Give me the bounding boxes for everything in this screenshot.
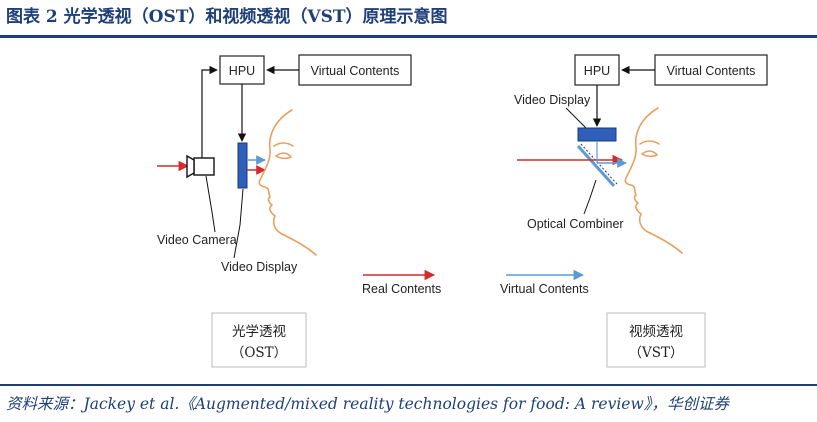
vst-virtual-contents-box [654, 54, 768, 86]
ost-display-leader [233, 188, 244, 259]
ost-caption-box [211, 312, 307, 368]
vst-display-leader [565, 107, 587, 129]
video-camera-icon [186, 154, 215, 179]
ost-diagram: HPU Virtual Contents Video Camera Video … [157, 54, 412, 368]
ost-camera-to-hpu-arrow [201, 65, 218, 158]
vst-caption-line2: （VST） [628, 345, 683, 361]
vst-caption-box [606, 312, 706, 368]
ost-video-display-panel [237, 142, 248, 189]
ost-camera-leader [205, 175, 216, 233]
vst-optical-combiner [576, 143, 618, 188]
vst-optical-combiner-label: Optical Combiner [527, 217, 624, 231]
ost-hpu-label: HPU [229, 64, 255, 78]
vst-combiner-leader [583, 179, 597, 215]
vst-caption-line1: 视频透视 [629, 324, 683, 340]
vst-hpu-label: HPU [584, 64, 610, 78]
vst-virtual-contents-label: Virtual Contents [667, 64, 756, 78]
legend-real-contents-label: Real Contents [362, 282, 441, 296]
ost-video-camera-label: Video Camera [157, 233, 237, 247]
ost-face-profile-icon [258, 109, 317, 256]
ost-caption-line1: 光学透视 [232, 324, 286, 340]
vst-video-display-label: Video Display [514, 93, 591, 107]
ost-virtual-contents-label: Virtual Contents [311, 64, 400, 78]
legend-virtual-contents-label: Virtual Contents [500, 282, 589, 296]
ost-hpu-box [219, 55, 265, 85]
figure-title: 图表 2 光学透视（OST）和视频透视（VST）原理示意图 [6, 7, 448, 27]
bottom-divider [0, 384, 817, 386]
source-note: 资料来源：Jackey et al.《Augmented/mixed reali… [6, 395, 729, 413]
legend: Real Contents Virtual Contents [362, 269, 589, 296]
ost-video-display-label: Video Display [221, 260, 298, 274]
ost-caption-line2: （OST） [231, 345, 287, 361]
ost-virtual-contents-box [298, 54, 412, 86]
vst-video-display-panel [577, 127, 617, 142]
vst-face-profile-icon [624, 107, 683, 254]
top-divider [0, 35, 817, 38]
vst-diagram: HPU Virtual Contents Video Display Optic… [514, 54, 768, 368]
